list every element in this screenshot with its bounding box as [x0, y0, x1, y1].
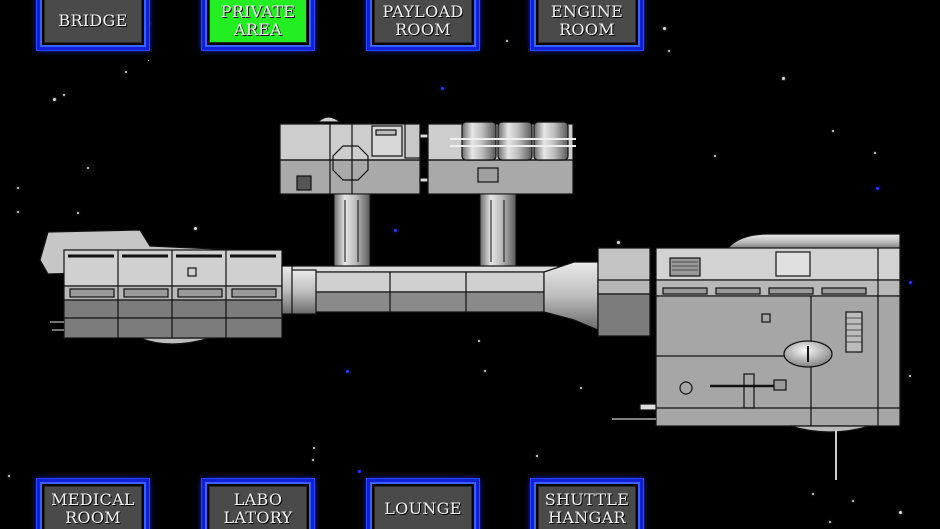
star: [580, 387, 582, 389]
room-button-face: BRIDGE: [44, 0, 142, 43]
star: [17, 187, 19, 189]
star: [536, 455, 538, 457]
star: [478, 340, 480, 342]
star: [441, 87, 444, 90]
star: [852, 500, 854, 502]
star: [874, 152, 876, 154]
star: [829, 521, 831, 523]
star: [812, 493, 814, 495]
star: [125, 71, 127, 73]
room-button-label: PRIVATE: [220, 2, 296, 21]
star: [63, 94, 65, 96]
room-button-bridge[interactable]: BRIDGE: [37, 0, 149, 50]
star: [358, 470, 361, 473]
room-button-lounge[interactable]: LOUNGE: [367, 479, 479, 529]
star: [909, 281, 912, 284]
central-spine: [289, 261, 599, 331]
room-button-label: MEDICAL: [51, 490, 135, 509]
star: [313, 447, 315, 449]
star: [394, 229, 397, 232]
star: [346, 370, 349, 373]
star: [8, 475, 10, 477]
star: [506, 40, 508, 42]
support-columns: [333, 193, 517, 269]
room-button-label: AREA: [233, 20, 283, 39]
left-module: [39, 229, 293, 345]
star: [782, 77, 785, 80]
star: [312, 459, 314, 461]
room-button-label: ROOM: [65, 508, 121, 527]
star: [77, 212, 79, 214]
room-button-label: PAYLOAD: [382, 2, 464, 21]
star: [194, 227, 197, 230]
star: [663, 27, 666, 30]
room-button-label: LATORY: [223, 508, 293, 527]
room-button-label: SHUTTLE: [544, 490, 630, 509]
right-module: [597, 233, 901, 480]
star: [484, 370, 486, 372]
room-button-face: LOUNGE: [374, 486, 472, 529]
room-button-label: HANGAR: [548, 508, 626, 527]
star: [53, 98, 56, 101]
room-button-label: LABO: [233, 490, 283, 509]
room-button-label: ROOM: [559, 20, 615, 39]
upper-module: [279, 116, 576, 195]
star: [909, 375, 911, 377]
star: [617, 241, 620, 244]
star: [87, 167, 89, 169]
room-button-label: LOUNGE: [384, 499, 462, 518]
star: [876, 187, 879, 190]
room-button-label: ENGINE: [550, 2, 624, 21]
room-button-label: BRIDGE: [58, 11, 128, 30]
star: [899, 511, 902, 514]
star: [148, 60, 149, 61]
star: [148, 22, 150, 24]
star: [668, 50, 670, 52]
star: [832, 130, 834, 132]
star: [17, 211, 19, 213]
star: [714, 155, 716, 157]
room-button-label: ROOM: [395, 20, 451, 39]
